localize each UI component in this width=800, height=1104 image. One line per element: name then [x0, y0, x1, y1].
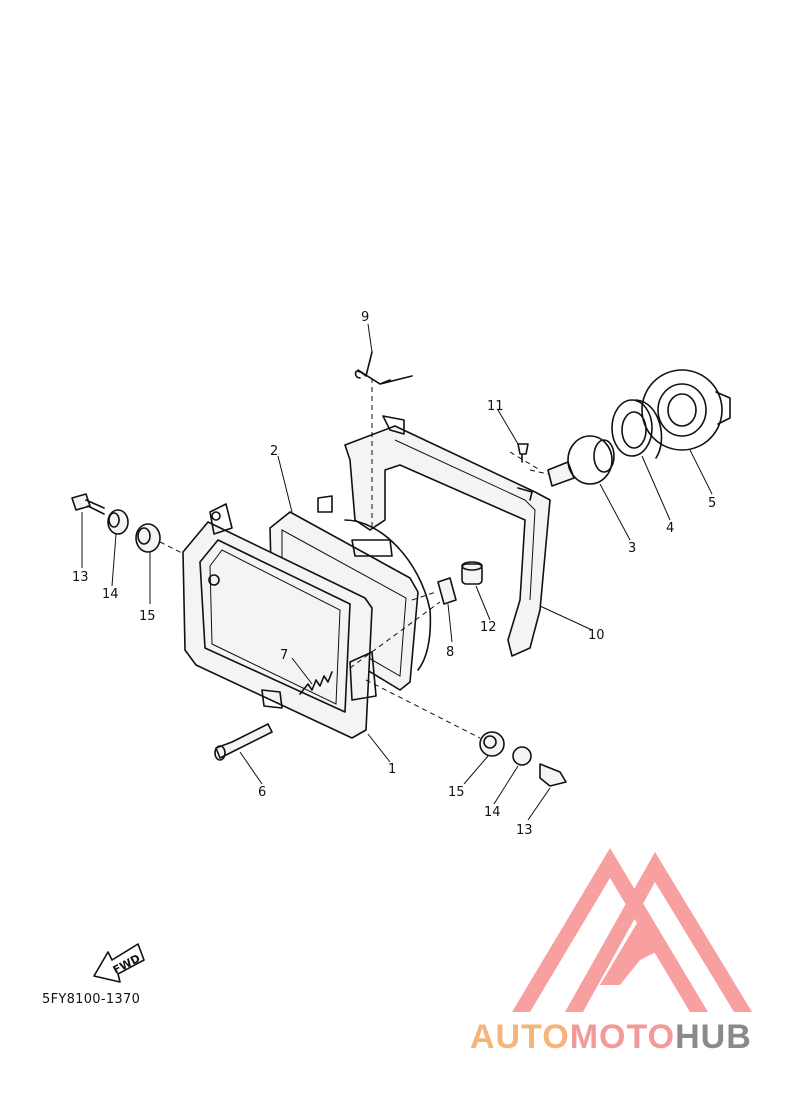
callout-13-left: 13 [72, 570, 89, 585]
callout-15-left: 15 [139, 609, 156, 624]
callout-labels: 9 2 11 3 4 5 10 12 8 7 1 6 13 14 15 15 1… [72, 310, 716, 838]
callout-12: 12 [480, 620, 497, 635]
fwd-label: FWD [111, 952, 143, 977]
callout-3: 3 [628, 541, 636, 556]
callout-15-right: 15 [448, 785, 465, 800]
part-3-bulb [547, 435, 615, 487]
callout-8: 8 [446, 645, 454, 660]
watermark-part-auto: AUTO [470, 1018, 570, 1056]
callout-7: 7 [280, 648, 288, 663]
assembly-lines [159, 378, 549, 739]
callout-13-right: 13 [516, 823, 533, 838]
callout-6: 6 [258, 785, 266, 800]
part-5-bulb-cover [641, 369, 731, 451]
part-14-collar-left [107, 509, 129, 535]
watermark-part-hub: HUB [675, 1018, 752, 1056]
part-13-bolt-left [71, 493, 105, 515]
part-14-collar-right [512, 746, 532, 766]
part-15-grommet-right [479, 731, 505, 757]
fwd-arrow-icon: FWD [93, 943, 145, 983]
callout-2: 2 [270, 444, 278, 459]
part-7-spring [299, 671, 333, 695]
callout-11: 11 [487, 399, 504, 414]
part-1-headlight-rim [182, 503, 377, 739]
part-9-spring-clip [354, 351, 413, 385]
watermark-logo-icon [512, 848, 752, 1012]
watermark-part-moto: MOTO [569, 1018, 676, 1056]
callout-14-right: 14 [484, 805, 501, 820]
part-13-bolt-right [539, 763, 567, 787]
part-12-collar [461, 561, 483, 585]
leader-lines [81, 323, 713, 821]
callout-14-left: 14 [102, 587, 119, 602]
callout-5: 5 [708, 496, 716, 511]
part-4-socket-ring [611, 399, 663, 459]
part-15-grommet-left [135, 523, 161, 553]
callout-10: 10 [588, 628, 605, 643]
watermark-text: AUTOMOTOHUB [470, 1018, 752, 1057]
diagram-code: 5FY8100-1370 [42, 992, 141, 1007]
part-11-screw [517, 443, 529, 463]
callout-1: 1 [388, 762, 396, 777]
part-8-nut [437, 577, 457, 605]
part-6-adjust-screw [214, 723, 273, 761]
callout-9: 9 [361, 310, 369, 325]
callout-4: 4 [666, 521, 674, 536]
part-10-headlight-case [344, 415, 551, 657]
